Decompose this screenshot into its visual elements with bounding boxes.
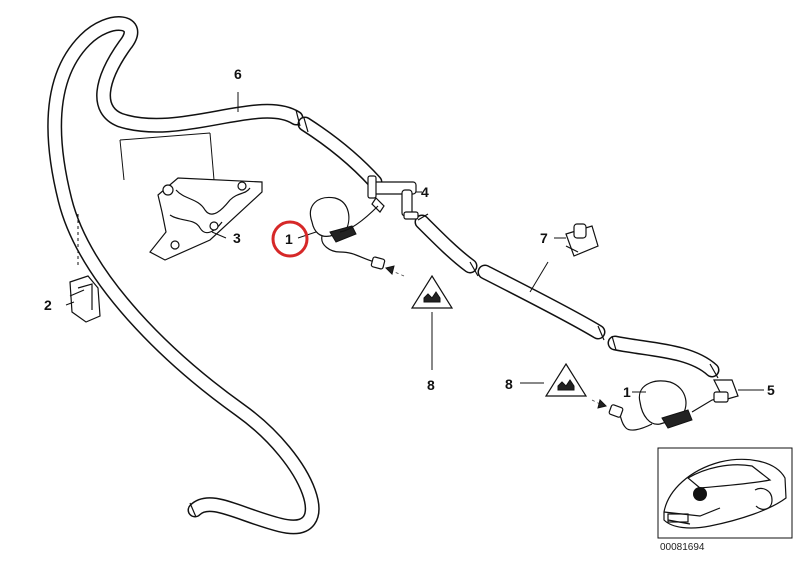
assembly-arrows [385,265,607,409]
clip-2 [69,275,101,323]
callout-6: 6 [234,66,242,82]
location-marker-dot [693,487,707,501]
callout-3: 3 [233,230,241,246]
callout-8-center: 8 [427,377,435,393]
hose-segment-6 [297,116,383,190]
bracket-3 [149,177,263,261]
callout-1-bottom: 1 [623,384,631,400]
callout-2: 2 [44,297,52,313]
long-hose [47,16,320,535]
t-piece-connector [367,175,419,220]
warning-label-triangle-right [544,362,588,397]
callout-5: 5 [767,382,775,398]
callout-1-top: 1 [285,231,293,247]
elbow-connector-5 [713,379,739,403]
callout-7: 7 [540,230,548,246]
hose-segment-lower [414,214,720,378]
leader-lines [65,92,764,393]
warning-label-triangle-center [410,274,454,309]
highlight-circle [271,220,309,258]
hose-break-marks [189,109,719,518]
callout-8-right: 8 [505,376,513,392]
connector-7 [565,223,599,257]
explode-lines [77,132,215,268]
catalog-number: 00081694 [660,542,705,553]
car-outline [663,458,787,529]
car-location-thumbnail [657,447,793,539]
callout-4: 4 [421,184,429,200]
washer-jet-top [309,196,386,270]
